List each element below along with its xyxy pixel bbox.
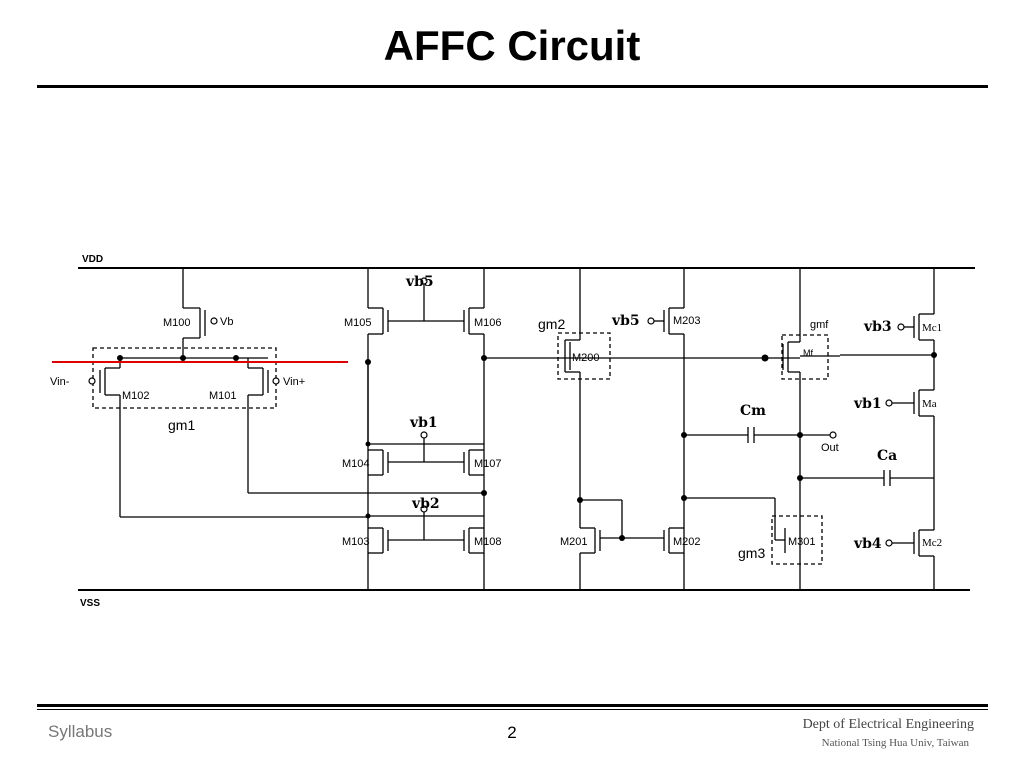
m201-label: M201: [560, 536, 588, 548]
vb-terminal: [210, 317, 218, 325]
m203-label: M203: [673, 315, 701, 327]
m107-label: M107: [474, 458, 502, 470]
m103-label: M103: [342, 536, 370, 548]
footer-univ: National Tsing Hua Univ, Taiwan: [821, 737, 969, 749]
junction-dot: [797, 432, 803, 438]
m100-label: M100: [163, 317, 191, 329]
ca-label: Ca: [877, 448, 897, 464]
m202-label: M202: [673, 536, 701, 548]
m200-label: M200: [572, 352, 600, 364]
gmf-label: gmf: [810, 319, 829, 331]
mf-label: Mf: [803, 348, 813, 358]
cm-label: Cm: [740, 403, 766, 419]
mc1-label: Mc1: [922, 322, 942, 334]
m106-label: M106: [474, 317, 502, 329]
footer-dept: Dept of Electrical Engineering: [802, 717, 974, 732]
vdd-label: VDD: [82, 254, 103, 265]
junction-dot: [619, 535, 625, 541]
vin-plus-label: Vin+: [283, 376, 305, 388]
junction-dot: [365, 513, 371, 519]
title-divider: [37, 85, 988, 88]
junction-dot: [180, 355, 186, 361]
vss-label: VSS: [80, 598, 100, 609]
vb5-terminal-right: [647, 317, 655, 325]
vb1-label-left: vb1: [409, 415, 438, 431]
m301-label: M301: [788, 536, 816, 548]
gm3-label: gm3: [738, 545, 765, 561]
footer-divider: [37, 704, 988, 707]
vin-plus-terminal: [272, 377, 280, 385]
vb3-label: vb3: [863, 319, 892, 335]
junction-dot: [761, 354, 769, 362]
ma-label: Ma: [922, 398, 937, 410]
vb5-label-left: vb5: [405, 274, 434, 290]
junction-dot: [797, 475, 803, 481]
gm1-label: gm1: [168, 417, 195, 433]
out-label: Out: [821, 442, 839, 454]
junction-dot: [481, 490, 487, 496]
vb4-terminal: [885, 539, 893, 547]
vb1-label-right: vb1: [853, 396, 882, 412]
m101-label: M101: [209, 390, 237, 402]
vb2-label: vb2: [411, 496, 440, 512]
m104-label: M104: [342, 458, 370, 470]
vb1-terminal-right: [885, 399, 893, 407]
vb2-terminal: [420, 505, 428, 513]
vin-minus-terminal: [88, 377, 96, 385]
junction-dot: [577, 497, 583, 503]
vb5-terminal-left: [420, 277, 428, 285]
slide-title: AFFC Circuit: [383, 22, 641, 69]
vb3-terminal: [897, 323, 905, 331]
vb4-label: vb4: [853, 536, 882, 552]
footer-syllabus: Syllabus: [48, 722, 113, 741]
vb1-terminal-left: [420, 431, 428, 439]
junction-dot: [365, 441, 371, 447]
junction-dot: [681, 432, 687, 438]
junction-dot: [481, 355, 487, 361]
m108-label: M108: [474, 536, 502, 548]
junction-dot: [365, 359, 371, 365]
m102-label: M102: [122, 390, 150, 402]
m105-label: M105: [344, 317, 372, 329]
page-number: 2: [507, 723, 517, 742]
junction-dot: [117, 355, 123, 361]
footer-divider-thin: [37, 709, 988, 710]
vb5-label-right: vb5: [611, 313, 640, 329]
out-terminal: [829, 431, 837, 439]
gm2-label: gm2: [538, 316, 565, 332]
mc2-label: Mc2: [922, 537, 942, 549]
junction-dot: [931, 352, 937, 358]
vb-label: Vb: [220, 316, 233, 328]
junction-dot: [681, 495, 687, 501]
junction-dot: [233, 355, 239, 361]
vin-minus-label: Vin-: [50, 376, 70, 388]
